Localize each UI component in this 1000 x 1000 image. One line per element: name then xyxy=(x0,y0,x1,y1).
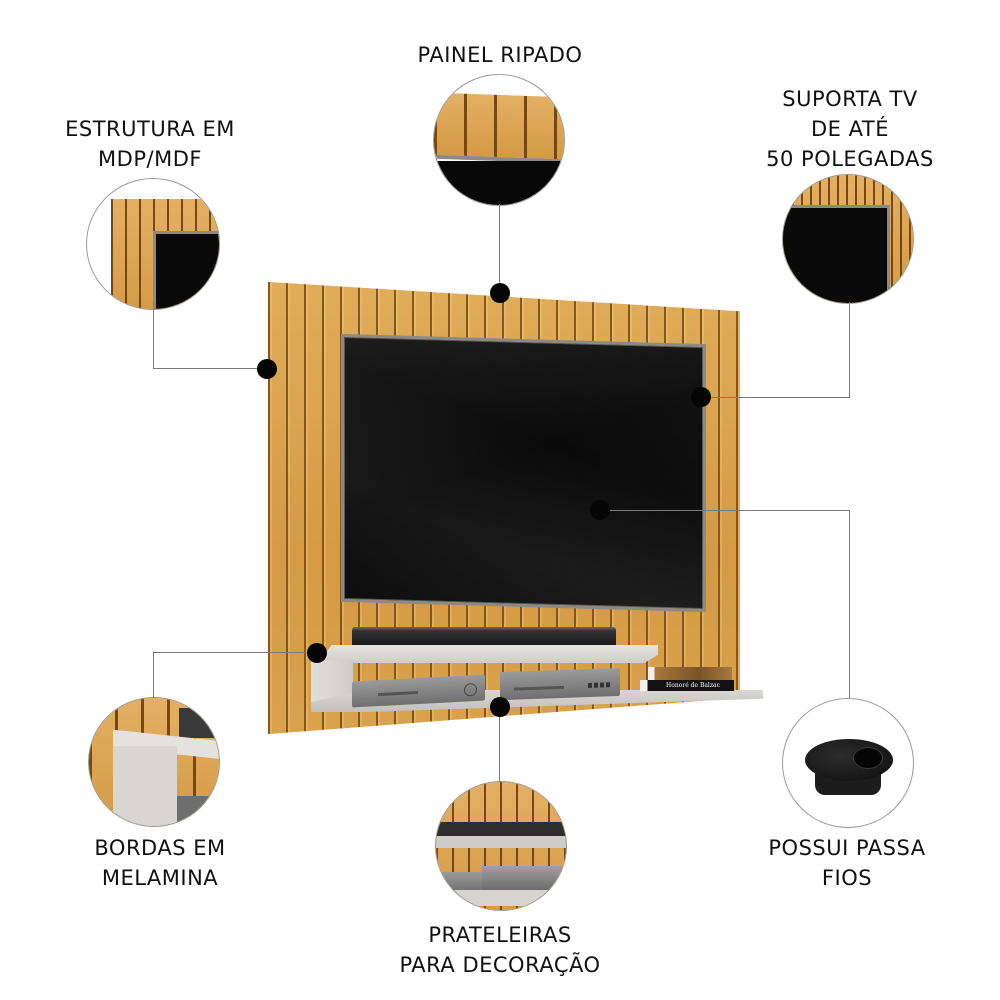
soundbar-detail xyxy=(436,822,566,836)
callout-line-bordas-horizontal xyxy=(153,652,319,653)
detail-circle-painel-ripado xyxy=(433,74,565,206)
television xyxy=(341,333,706,613)
lower-shelf-detail xyxy=(436,890,566,906)
upper-shelf-detail xyxy=(436,836,566,848)
dvd-player-detail xyxy=(482,866,566,890)
tv-screen-detail xyxy=(434,161,564,205)
tv-corner-detail xyxy=(783,205,890,303)
callout-dot-painel-ripado[interactable] xyxy=(490,283,510,303)
detail-circle-estrutura xyxy=(86,178,220,310)
detail-circle-bordas xyxy=(88,697,220,827)
receiver-disc-slot xyxy=(378,691,418,697)
dvd-player xyxy=(500,667,620,701)
receiver-detail xyxy=(436,872,482,894)
detail-circle-passa-fios xyxy=(782,698,914,828)
receiver-volume-knob xyxy=(464,682,477,697)
upper-shelf xyxy=(318,645,658,663)
callout-line-suporta-tv-vertical xyxy=(849,302,850,398)
tv-corner-detail xyxy=(153,231,219,309)
book-spine-title: Honoré de Balzac xyxy=(666,682,720,689)
callout-dot-suporta-tv[interactable] xyxy=(691,387,711,407)
callout-line-prateleiras xyxy=(499,706,500,782)
book-bottom: Honoré de Balzac xyxy=(640,680,734,691)
callout-line-estrutura-vertical xyxy=(153,302,154,369)
tv-screen-reflection xyxy=(344,336,703,610)
label-prateleiras: PRATELEIRAS PARA DECORAÇÃO xyxy=(399,923,601,977)
label-passa-fios: POSSUI PASSA FIOS xyxy=(768,836,926,890)
detail-circle-suporta-tv xyxy=(782,174,914,304)
label-suporta-tv: SUPORTA TV DE ATÉ 50 POLEGADAS xyxy=(766,87,934,171)
soundbar xyxy=(352,627,616,649)
callout-dot-bordas[interactable] xyxy=(307,643,327,663)
book-top xyxy=(648,667,732,680)
soundbar-detail xyxy=(179,708,219,738)
shelf-side-edge-detail xyxy=(113,746,177,826)
label-bordas-melamina: BORDAS EM MELAMINA xyxy=(94,836,226,890)
callout-line-bordas-vertical xyxy=(153,652,154,698)
dvd-buttons xyxy=(588,682,612,689)
callout-dot-passa-fios[interactable] xyxy=(590,500,610,520)
label-estrutura-mdp-mdf: ESTRUTURA EM MDP/MDF xyxy=(65,117,235,171)
label-painel-ripado: PAINEL RIPADO xyxy=(417,43,583,67)
callout-line-passa-fios-horizontal xyxy=(600,510,850,511)
callout-line-estrutura-horizontal xyxy=(153,368,265,369)
callout-dot-prateleiras[interactable] xyxy=(490,697,510,717)
grommet-cable-hole xyxy=(853,747,883,769)
callout-line-suporta-tv-horizontal xyxy=(702,397,850,398)
dvd-disc-slot xyxy=(514,685,564,691)
callout-line-painel-ripado xyxy=(499,204,500,292)
wood-slats-detail xyxy=(434,92,564,160)
detail-circle-prateleiras xyxy=(435,781,567,911)
callout-dot-estrutura[interactable] xyxy=(257,359,277,379)
callout-line-passa-fios-vertical xyxy=(849,510,850,698)
shelf-inner-detail xyxy=(177,796,219,826)
